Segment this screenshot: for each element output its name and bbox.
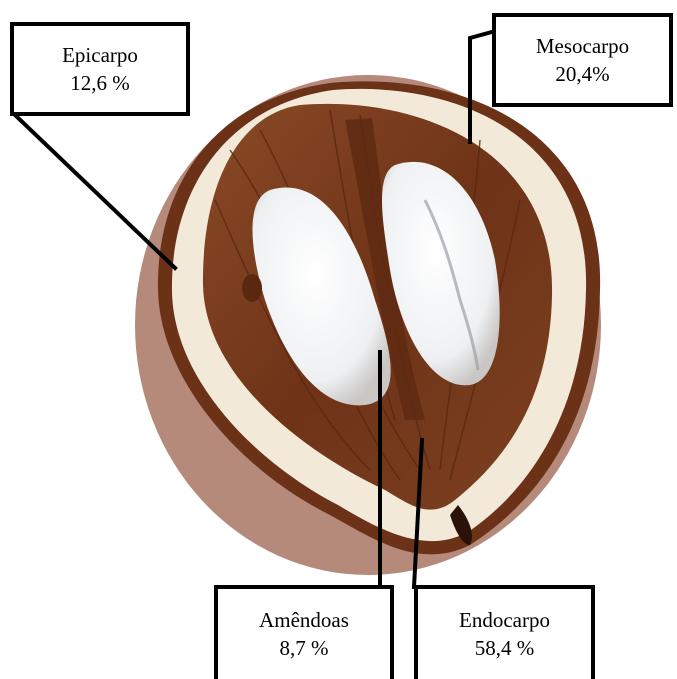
label-amendoas-name: Amêndoas bbox=[259, 606, 349, 634]
label-endocarpo: Endocarpo 58,4 % bbox=[414, 585, 595, 679]
label-endocarpo-name: Endocarpo bbox=[459, 606, 550, 634]
label-mesocarpo-name: Mesocarpo bbox=[536, 32, 629, 60]
label-amendoas-value: 8,7 % bbox=[280, 634, 329, 662]
label-epicarpo: Epicarpo 12,6 % bbox=[10, 22, 190, 116]
label-mesocarpo: Mesocarpo 20,4% bbox=[492, 13, 673, 107]
label-mesocarpo-value: 20,4% bbox=[555, 60, 609, 88]
label-epicarpo-name: Epicarpo bbox=[62, 41, 138, 69]
leader-epicarpo bbox=[14, 114, 175, 268]
label-endocarpo-value: 58,4 % bbox=[475, 634, 535, 662]
label-amendoas: Amêndoas 8,7 % bbox=[214, 585, 394, 679]
embryo bbox=[242, 274, 262, 302]
label-epicarpo-value: 12,6 % bbox=[70, 69, 130, 97]
